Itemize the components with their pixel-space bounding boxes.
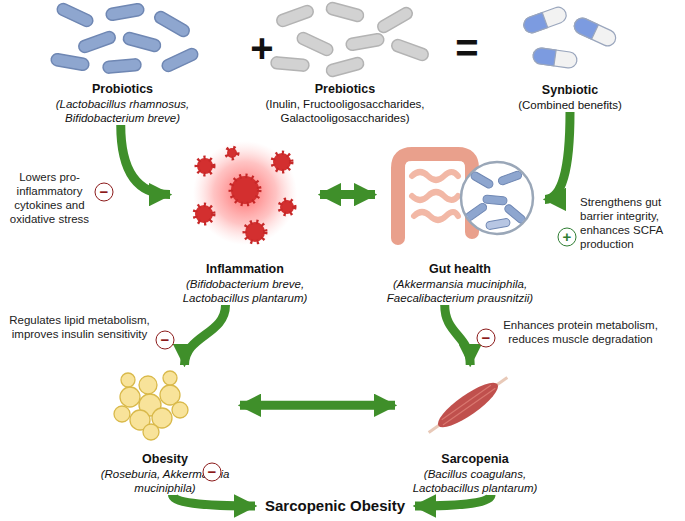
green-arrow (445, 305, 471, 365)
effect-sign: − (477, 329, 496, 348)
green-arrow (121, 125, 170, 195)
node-body: (Combined benefits) (518, 98, 622, 112)
effect-sign: − (156, 331, 175, 350)
node-group: Gut health(Akkermansia muciniphila, Faec… (375, 145, 545, 305)
node-title: Obesity (142, 452, 188, 467)
operator-sign: + (250, 28, 273, 68)
fat-cells (114, 371, 188, 440)
green-arrow (173, 495, 256, 506)
node-group: Sarcopenia(Bacillus coagulans, Lactobaci… (395, 365, 555, 495)
node-title: Synbiotic (542, 83, 598, 98)
node-title: Gut health (429, 262, 491, 277)
green-arrow (415, 495, 491, 506)
node-title: Probiotics (92, 82, 153, 97)
node-group: Prebiotics(Inulin, Fructooligosaccharide… (250, 0, 440, 125)
node-title: Inflammation (206, 262, 284, 277)
effect-label: Strengthens gut barrier integrity, enhan… (580, 195, 683, 251)
node-title: Prebiotics (315, 82, 375, 97)
node-body: (Bacillus coagulans, Lactobacillus plant… (395, 467, 555, 495)
synbiotic-capsules (522, 5, 619, 69)
node-body: (Akkermansia muciniphila, Faecalibacteri… (375, 277, 545, 305)
node-body: (Inulin, Fructooligosaccharides, Galacto… (250, 97, 440, 125)
node-body: (Lactobacillus rhamnosus, Bifidobacteriu… (35, 97, 210, 125)
probiotic-bacteria (50, 2, 200, 74)
node-group: Synbiotic(Combined benefits) (505, 0, 635, 112)
node-group: Sarcopenic Obesity (255, 494, 415, 518)
green-arrow (240, 401, 395, 410)
node-group: Probiotics(Lactobacillus rhamnosus, Bifi… (35, 0, 210, 125)
effect-sign: − (95, 183, 114, 202)
effect-sign: − (203, 463, 222, 482)
node-body: (Bifidobacterium breve, Lactobacillus pl… (170, 277, 320, 305)
effect-label: Enhances protein metabolism, reduces mus… (498, 318, 663, 346)
green-arrow (320, 190, 375, 199)
outcome-title: Sarcopenic Obesity (265, 496, 405, 516)
green-arrow (545, 112, 570, 199)
muscle-illustration (423, 369, 513, 440)
inflammation-viruses (193, 141, 297, 245)
operator-sign: = (455, 28, 478, 68)
effect-label: Lowers pro-inflammatory cytokines and ox… (2, 170, 97, 226)
effect-sign: + (558, 228, 577, 247)
node-title: Sarcopenia (441, 452, 508, 467)
prebiotic-fibres (271, 1, 430, 77)
gut-illustration (398, 154, 533, 238)
node-group: Inflammation(Bifidobacterium breve, Lact… (170, 145, 320, 305)
effect-label: Regulates lipid metabolism, improves ins… (2, 313, 157, 341)
green-arrow (185, 305, 226, 365)
